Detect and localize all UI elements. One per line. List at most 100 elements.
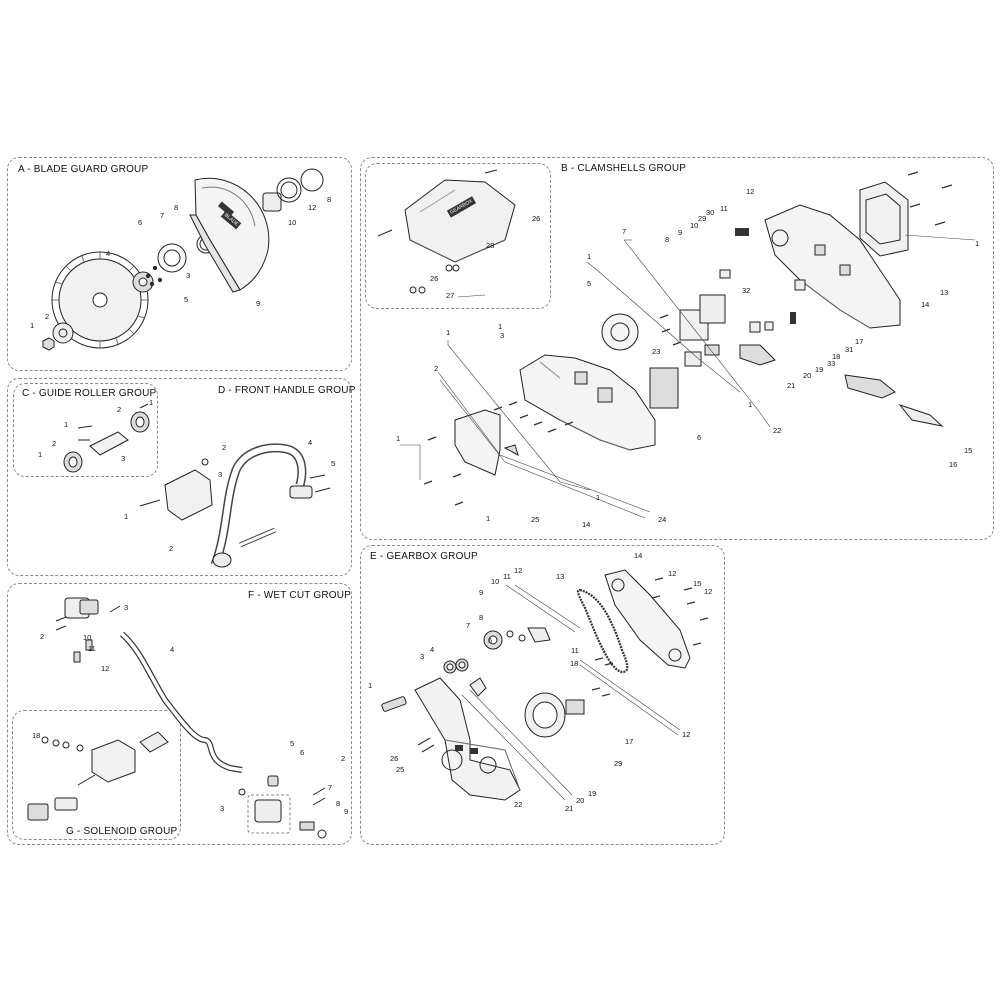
leader-lines-b — [400, 234, 976, 519]
callout-b: 18 — [832, 352, 841, 361]
callout-f: 10 — [83, 633, 92, 642]
callout-e: 12 — [704, 587, 713, 596]
trigger-lever-illustration — [844, 374, 944, 427]
callout-e: 3 — [420, 652, 425, 661]
callout-c: 3 — [121, 454, 126, 463]
callout-a: 1 — [30, 321, 35, 330]
callout-b: 2 — [434, 364, 439, 373]
callout-b: 16 — [949, 460, 958, 469]
callout-e: 12 — [668, 569, 677, 578]
callout-e: 14 — [634, 551, 643, 560]
blade-flange-inner — [132, 234, 216, 293]
callout-c: 1 — [38, 450, 43, 459]
callout-e: 7 — [466, 621, 471, 630]
callout-a: 9 — [256, 299, 261, 308]
panel-wet-cut-group — [7, 583, 352, 845]
drive-belt-illustration — [576, 588, 629, 674]
callout-e: 11 — [571, 646, 579, 655]
callout-b: 17 — [855, 337, 864, 346]
diamond-blade-illustration — [51, 251, 149, 349]
left-clamshell-illustration — [519, 354, 656, 451]
gearbox-cover-illustration — [604, 569, 691, 669]
blade-guard-housing — [189, 177, 270, 293]
title-gearbox-group: E - GEARBOX GROUP — [370, 551, 478, 562]
callout-b: 9 — [678, 228, 683, 237]
callout-b: 25 — [531, 515, 540, 524]
callout-e: 1 — [368, 681, 373, 690]
callout-e: 19 — [588, 789, 597, 798]
callout-b: 14 — [582, 520, 591, 529]
callout-b: 6 — [697, 433, 702, 442]
clamshell-screws — [423, 171, 953, 506]
callout-b: 28 — [486, 241, 495, 250]
callout-f: 3 — [124, 603, 129, 612]
panel-front-handle-group — [7, 378, 352, 576]
callout-f: 2 — [40, 632, 45, 641]
callout-e: 25 — [396, 765, 405, 774]
callout-a: 4 — [106, 249, 111, 258]
callout-a: 2 — [45, 312, 50, 321]
callout-d: 2 — [222, 443, 227, 452]
blade-flange-outer — [42, 322, 74, 351]
callout-b: 1 — [748, 400, 753, 409]
panel-clamshells-inset — [365, 163, 551, 309]
callout-d: 4 — [308, 438, 313, 447]
callout-b: 31 — [845, 345, 854, 354]
callout-b: 26 — [430, 274, 439, 283]
callout-f: 7 — [328, 783, 333, 792]
callout-b: 12 — [746, 187, 755, 196]
callout-b: 5 — [587, 279, 592, 288]
callout-d: 5 — [331, 459, 336, 468]
title-solenoid-group: G - SOLENOID GROUP — [66, 826, 178, 837]
guard-rings — [262, 168, 324, 212]
callout-a: 3 — [186, 271, 191, 280]
nozzle-assembly — [238, 775, 327, 839]
water-hose — [119, 631, 243, 773]
callout-b: 27 — [446, 291, 455, 300]
panel-gearbox-group — [360, 545, 725, 845]
callout-b: 24 — [658, 515, 667, 524]
motor-armature-illustration — [524, 692, 585, 738]
callout-b: 1 — [975, 239, 980, 248]
callout-c: 1 — [149, 398, 154, 407]
callout-b: 1 — [596, 493, 601, 502]
panel-guide-roller-group — [13, 383, 158, 477]
end-cap-illustration — [859, 181, 909, 257]
callout-e: 22 — [514, 800, 523, 809]
panel-clamshells-group — [360, 157, 994, 540]
callout-f: 4 — [170, 645, 175, 654]
callout-e: 6 — [488, 636, 493, 645]
callout-b: 13 — [940, 288, 949, 297]
callout-b: 1 — [587, 252, 592, 261]
callout-f: 5 — [290, 739, 295, 748]
leader-lines-e — [461, 584, 681, 801]
top-cover-illustration — [377, 169, 516, 294]
callout-e: 20 — [576, 796, 585, 805]
callout-f: 8 — [336, 799, 341, 808]
callout-b: 1 — [396, 434, 401, 443]
panel-blade-guard-group — [7, 157, 352, 371]
callout-a: 7 — [160, 211, 165, 220]
gearbox-fasteners — [417, 577, 709, 753]
callout-c: 2 — [117, 405, 122, 414]
callout-e: 12 — [682, 730, 691, 739]
callout-b: 1 — [486, 514, 491, 523]
title-wet-cut-group: F - WET CUT GROUP — [248, 590, 352, 601]
callout-e: 26 — [390, 754, 399, 763]
panel-solenoid-group — [12, 710, 181, 840]
callout-a: 8 — [174, 203, 179, 212]
callout-b: 3 — [500, 331, 505, 340]
callout-e: 21 — [565, 804, 574, 813]
callout-d: 1 — [124, 512, 129, 521]
output-shaft-illustration — [381, 658, 487, 712]
callout-f: 11 — [88, 644, 96, 653]
callout-b: 23 — [652, 347, 661, 356]
callout-b: 21 — [787, 381, 796, 390]
callout-c: 1 — [64, 420, 69, 429]
front-handle-illustration — [210, 443, 313, 568]
callout-e: 29 — [614, 759, 623, 768]
callout-e: 15 — [693, 579, 702, 588]
gearbox-housing-illustration — [414, 677, 521, 801]
